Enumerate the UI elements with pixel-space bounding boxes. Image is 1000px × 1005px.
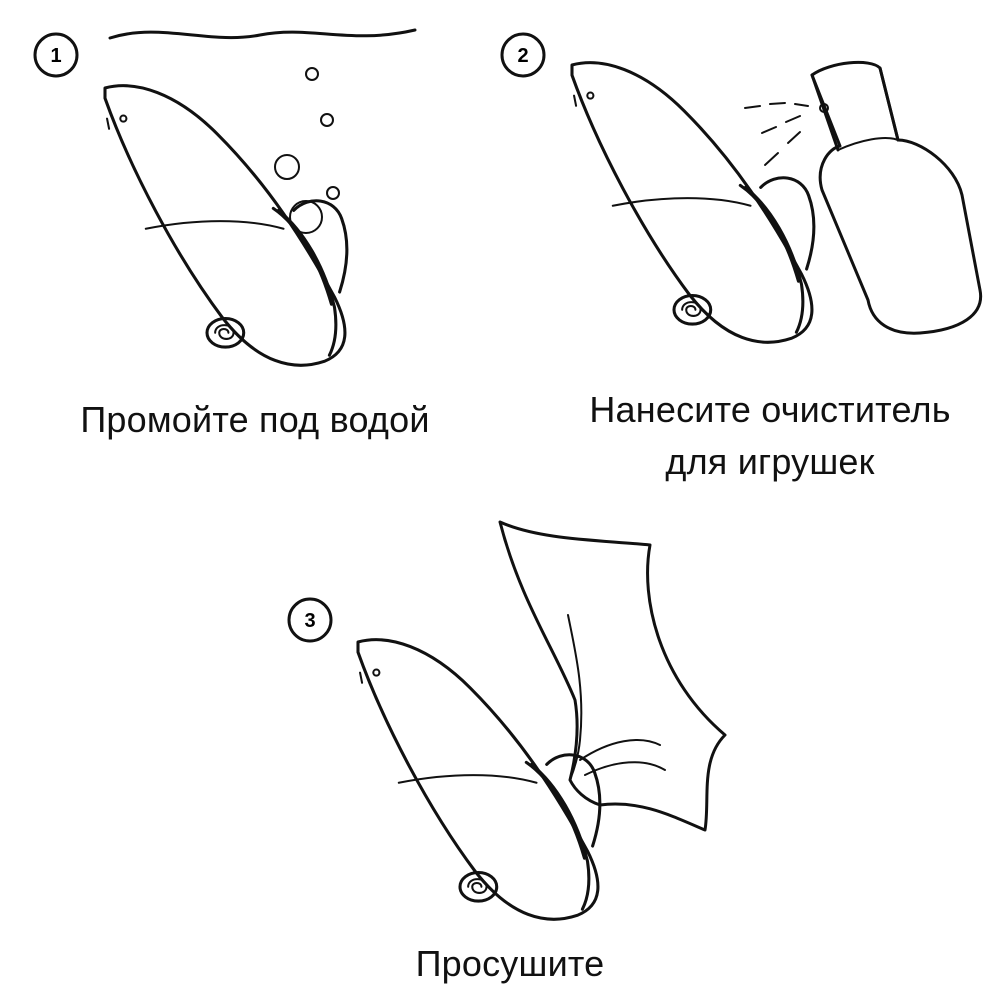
step-1-illustration: 1 [33,28,417,367]
device-icon [356,638,602,921]
step-3-illustration: 3 [287,520,727,921]
device-icon [103,84,349,367]
step-1-badge [33,32,79,78]
step-3-caption: Просушите [415,943,605,984]
step-1-caption: Промойте под водой [80,399,430,440]
water-wave-icon [108,28,417,40]
step-2-number: 2 [517,45,528,67]
step-2-badge [500,32,546,78]
step-2-caption: Нанесите очиститель для игрушек [550,384,990,488]
cloth-icon [498,520,727,832]
bubbles-icon [274,67,340,234]
device-icon [570,61,816,344]
step-3-badge [287,597,333,643]
step-3-number: 3 [304,610,315,632]
step-2-caption-line1: Нанесите очиститель [589,389,951,430]
step-2-caption-line2: для игрушек [665,441,875,482]
spray-bottle-icon [744,60,983,335]
step-2-illustration: 2 [500,32,983,344]
step-1-number: 1 [50,45,61,67]
